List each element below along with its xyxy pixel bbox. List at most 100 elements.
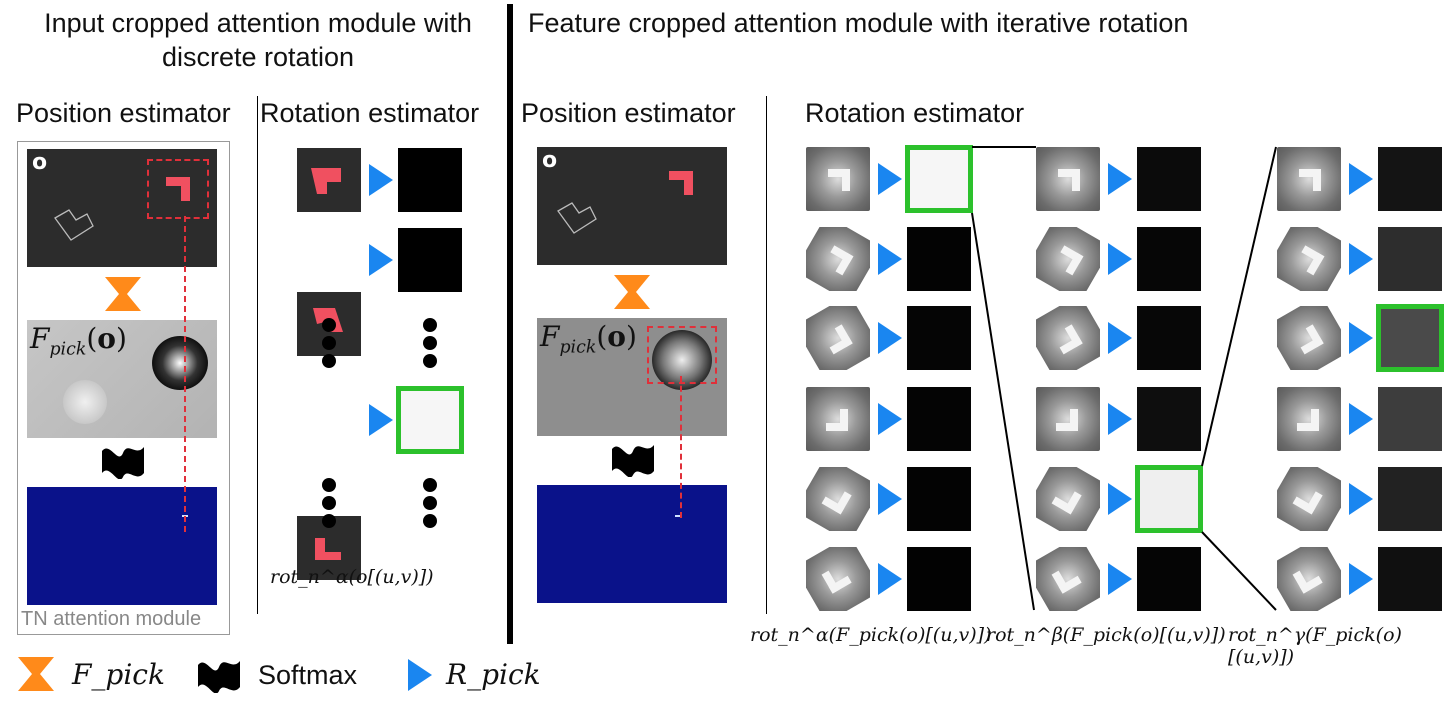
fpick-network-icon (105, 277, 141, 311)
rpick-arrow (1108, 483, 1132, 515)
dark-blob (152, 336, 208, 390)
fpick-label-left: Fpick(o) (30, 322, 127, 360)
fpick-network-icon-right (614, 275, 650, 309)
tn-module-frame (17, 141, 230, 635)
ellipsis-dot (322, 478, 336, 492)
ellipsis-dot (423, 336, 437, 350)
rpick-arrow-selected (369, 404, 393, 436)
rot-output-0 (398, 148, 462, 212)
feature-crop-thumb (1036, 547, 1100, 611)
rpick-arrow-0 (369, 164, 393, 196)
softmax-icon-left (102, 447, 144, 479)
rpick-arrow (1108, 243, 1132, 275)
rpick-arrow (878, 243, 902, 275)
crop-box-right (647, 326, 717, 384)
feature-crop-thumb (806, 387, 870, 451)
ellipsis-dot (322, 514, 336, 528)
softmax-icon-right (612, 445, 654, 477)
rot-input-0 (297, 148, 361, 212)
feature-crop-thumb (1277, 387, 1341, 451)
rpick-arrow (1349, 243, 1373, 275)
ellipsis-dot (423, 354, 437, 368)
rpick-arrow (1349, 483, 1373, 515)
rot-gamma-feature-label: rot_n^γ(F_pick(o)[(u,v)]) (1228, 624, 1402, 668)
feature-crop-thumb (1036, 387, 1100, 451)
rpick-arrow (1108, 163, 1132, 195)
legend-fpick-icon (18, 657, 54, 691)
position-link-right (680, 376, 682, 518)
selected-rotation-output (1376, 304, 1444, 372)
feature-crop-thumb (806, 467, 870, 531)
ellipsis-dot (423, 496, 437, 510)
rotation-output (907, 227, 971, 291)
rotation-output (1378, 467, 1442, 531)
ellipsis-dot (322, 318, 336, 332)
rotation-output (907, 467, 971, 531)
left-title-line1: Input cropped attention module with (44, 8, 472, 38)
feature-crop-thumb (1277, 147, 1341, 211)
rotation-output (1137, 387, 1201, 451)
attention-map-left (27, 487, 217, 605)
ellipsis-dot (423, 478, 437, 492)
observation-image-left: o (27, 149, 217, 267)
right-thin-divider (766, 96, 767, 614)
feature-crop-thumb (806, 227, 870, 291)
feature-crop-thumb (1036, 227, 1100, 291)
position-estimator-left-label: Position estimator (16, 98, 231, 128)
selected-rotation-output (1135, 465, 1203, 533)
main-divider (507, 4, 513, 644)
rpick-arrow (878, 483, 902, 515)
rpick-arrow (1108, 563, 1132, 595)
rotation-estimator-right-label: Rotation estimator (805, 98, 1025, 128)
legend-rpick-label: R_pick (446, 658, 541, 691)
rotation-output (1137, 547, 1201, 611)
feature-crop-thumb (806, 306, 870, 370)
rotation-output (1378, 387, 1442, 451)
feature-blob-right (652, 330, 712, 390)
rpick-arrow (878, 563, 902, 595)
feature-crop-thumb (1036, 147, 1100, 211)
rpick-arrow (1349, 563, 1373, 595)
fpick-feature-map-right (537, 318, 727, 436)
target-outline-shape (54, 209, 94, 241)
selected-rotation-output (905, 145, 973, 213)
feature-crop-thumb (1036, 467, 1100, 531)
observation-image-right: o (537, 147, 727, 265)
feature-crop-thumb (1036, 306, 1100, 370)
feature-crop-thumb (1277, 306, 1341, 370)
position-link-left (184, 216, 186, 532)
attention-map-right (537, 485, 727, 603)
red-block-shape-right (669, 171, 693, 195)
ellipsis-dot (322, 496, 336, 510)
legend-softmax-label: Softmax (258, 660, 358, 690)
ellipsis-dot (423, 514, 437, 528)
ellipsis-dot (322, 354, 336, 368)
rot-output-selected (396, 386, 464, 454)
rotation-output (907, 387, 971, 451)
obs-o-label: o (32, 150, 48, 175)
position-estimator-right-label: Position estimator (521, 98, 736, 128)
feature-crop-thumb (1277, 227, 1341, 291)
feature-crop-thumb (806, 547, 870, 611)
rotation-output (907, 547, 971, 611)
rpick-arrow (1108, 322, 1132, 354)
target-outline-shape-right (557, 202, 597, 234)
rpick-arrow (1108, 403, 1132, 435)
tn-attention-module-label: TN attention module (21, 608, 202, 630)
rotation-estimator-left-label: Rotation estimator (260, 98, 480, 128)
left-title: Input cropped attention module with disc… (0, 6, 516, 74)
rotation-output (1137, 147, 1201, 211)
legend-softmax-icon (198, 661, 240, 693)
rotation-output (1378, 227, 1442, 291)
feature-crop-thumb (806, 147, 870, 211)
rpick-arrow (1349, 403, 1373, 435)
rot-alpha-input-label: rot_n^α(o[(u,v)]) (270, 566, 434, 588)
ellipsis-dot (423, 318, 437, 332)
rpick-arrow (878, 322, 902, 354)
rotation-output (1137, 306, 1201, 370)
fpick-label-right: Fpick(o) (540, 320, 637, 358)
right-title: Feature cropped attention module with it… (528, 8, 1189, 38)
left-thin-divider (257, 96, 258, 614)
crop-box-left (147, 159, 209, 219)
rotation-output (1378, 547, 1442, 611)
